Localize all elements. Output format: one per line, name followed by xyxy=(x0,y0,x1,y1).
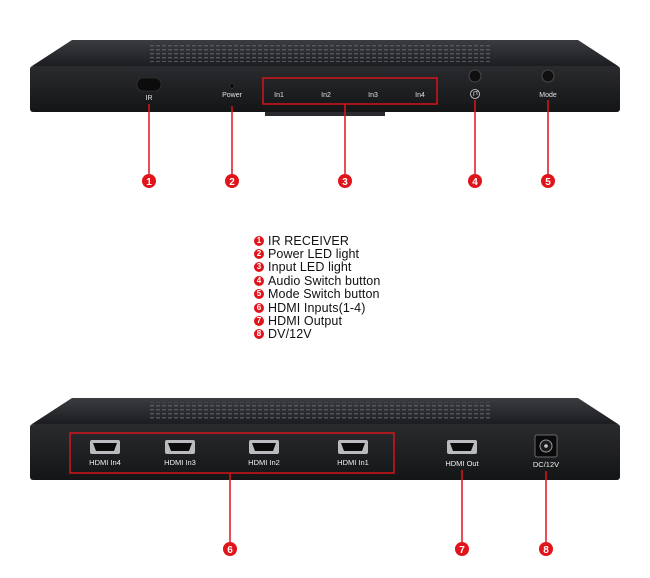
in3-label: In3 xyxy=(368,92,378,99)
callout-badge-8 xyxy=(539,542,553,556)
hdmi-out-port xyxy=(447,440,477,454)
front-device-face xyxy=(30,66,620,112)
callout-number-4: 4 xyxy=(472,177,478,188)
in2-label: In2 xyxy=(321,92,331,99)
legend-badge: 4 xyxy=(254,275,264,286)
legend-item: 4 Audio Switch button xyxy=(254,273,381,288)
legend-text: DV/12V xyxy=(268,327,312,342)
dc-power-jack xyxy=(534,434,558,458)
audio-switch-button[interactable] xyxy=(468,69,482,83)
rear-panel-device: HDMI In4 HDMI In3 HDMI In2 HDMI In1 HDMI… xyxy=(30,398,620,480)
callout-badge-5 xyxy=(541,174,555,188)
legend-item: 1 IR RECEIVER xyxy=(254,233,380,248)
callout-badge-3 xyxy=(338,174,352,188)
legend-text: Audio Switch button xyxy=(268,273,381,288)
legend-text: HDMI Output xyxy=(268,314,343,329)
callout-badge-6 xyxy=(223,542,237,556)
ir-window xyxy=(136,77,162,92)
legend-badge: 2 xyxy=(254,249,264,260)
dc-label: DC/12V xyxy=(533,460,559,469)
legend: 1 IR RECEIVER 2 Power LED light 3 Input … xyxy=(254,234,380,341)
hdmi-in4-port xyxy=(90,440,120,454)
legend-item: 6 HDMI Inputs(1-4) xyxy=(254,300,380,315)
legend-badge: 8 xyxy=(254,329,264,340)
callout-badge-1 xyxy=(142,174,156,188)
callout-number-1: 1 xyxy=(146,177,152,188)
hdmi-in4-label: HDMI In4 xyxy=(89,458,121,467)
front-device-foot xyxy=(265,112,385,116)
legend-item: 5 Mode Switch button xyxy=(254,287,380,302)
callout-number-6: 6 xyxy=(227,545,233,556)
input-led-highlight-box xyxy=(262,77,438,105)
legend-badge: 5 xyxy=(254,289,264,300)
legend-badge: 6 xyxy=(254,302,264,313)
legend-item: 3 Input LED light xyxy=(254,260,380,275)
hdmi-in1-label: HDMI In1 xyxy=(337,458,369,467)
hdmi-in2-label: HDMI In2 xyxy=(248,458,280,467)
hdmi-in3-label: HDMI In3 xyxy=(164,458,196,467)
callout-number-8: 8 xyxy=(543,545,549,556)
legend-badge: 1 xyxy=(254,235,264,246)
front-panel-device: IR Power In1 In2 In3 In4 Mode xyxy=(30,40,620,116)
callout-badge-7 xyxy=(455,542,469,556)
front-callout-lines xyxy=(148,100,549,174)
rear-callout-lines xyxy=(229,470,547,542)
hdmi-in3-port xyxy=(165,440,195,454)
mode-label: Mode xyxy=(539,92,557,99)
rear-device-face xyxy=(30,424,620,480)
rear-callouts: 6 7 8 xyxy=(223,542,553,556)
audio-note-icon-glyph xyxy=(473,90,478,96)
rear-vents xyxy=(150,402,490,420)
in4-label: In4 xyxy=(415,92,425,99)
front-vents xyxy=(150,44,490,62)
legend-badge: 7 xyxy=(254,316,264,327)
ir-label: IR xyxy=(146,95,153,102)
legend-text: HDMI Inputs(1-4) xyxy=(268,300,366,315)
in1-label: In1 xyxy=(274,92,284,99)
legend-text: IR RECEIVER xyxy=(268,233,349,248)
callout-badge-2 xyxy=(225,174,239,188)
power-led xyxy=(229,83,235,89)
callout-number-2: 2 xyxy=(229,177,235,188)
legend-badge: 3 xyxy=(254,262,264,273)
legend-text: Mode Switch button xyxy=(268,287,380,302)
hdmi-inputs-highlight-box xyxy=(69,432,395,474)
legend-item: 7 HDMI Output xyxy=(254,314,380,329)
legend-text: Input LED light xyxy=(268,260,352,275)
callout-badge-4 xyxy=(468,174,482,188)
power-label: Power xyxy=(222,92,243,99)
mode-switch-button[interactable] xyxy=(541,69,555,83)
hdmi-in2-port xyxy=(249,440,279,454)
callout-number-3: 3 xyxy=(342,177,348,188)
legend-item: 2 Power LED light xyxy=(254,247,380,262)
audio-note-icon xyxy=(470,89,480,99)
legend-item: 8 DV/12V xyxy=(254,327,380,342)
hdmi-in1-port xyxy=(338,440,368,454)
hdmi-out-label: HDMI Out xyxy=(445,459,479,468)
legend-text: Power LED light xyxy=(268,247,360,262)
callout-number-7: 7 xyxy=(459,545,465,556)
front-callouts: 1 2 3 4 5 xyxy=(142,174,555,188)
callout-number-5: 5 xyxy=(545,177,551,188)
